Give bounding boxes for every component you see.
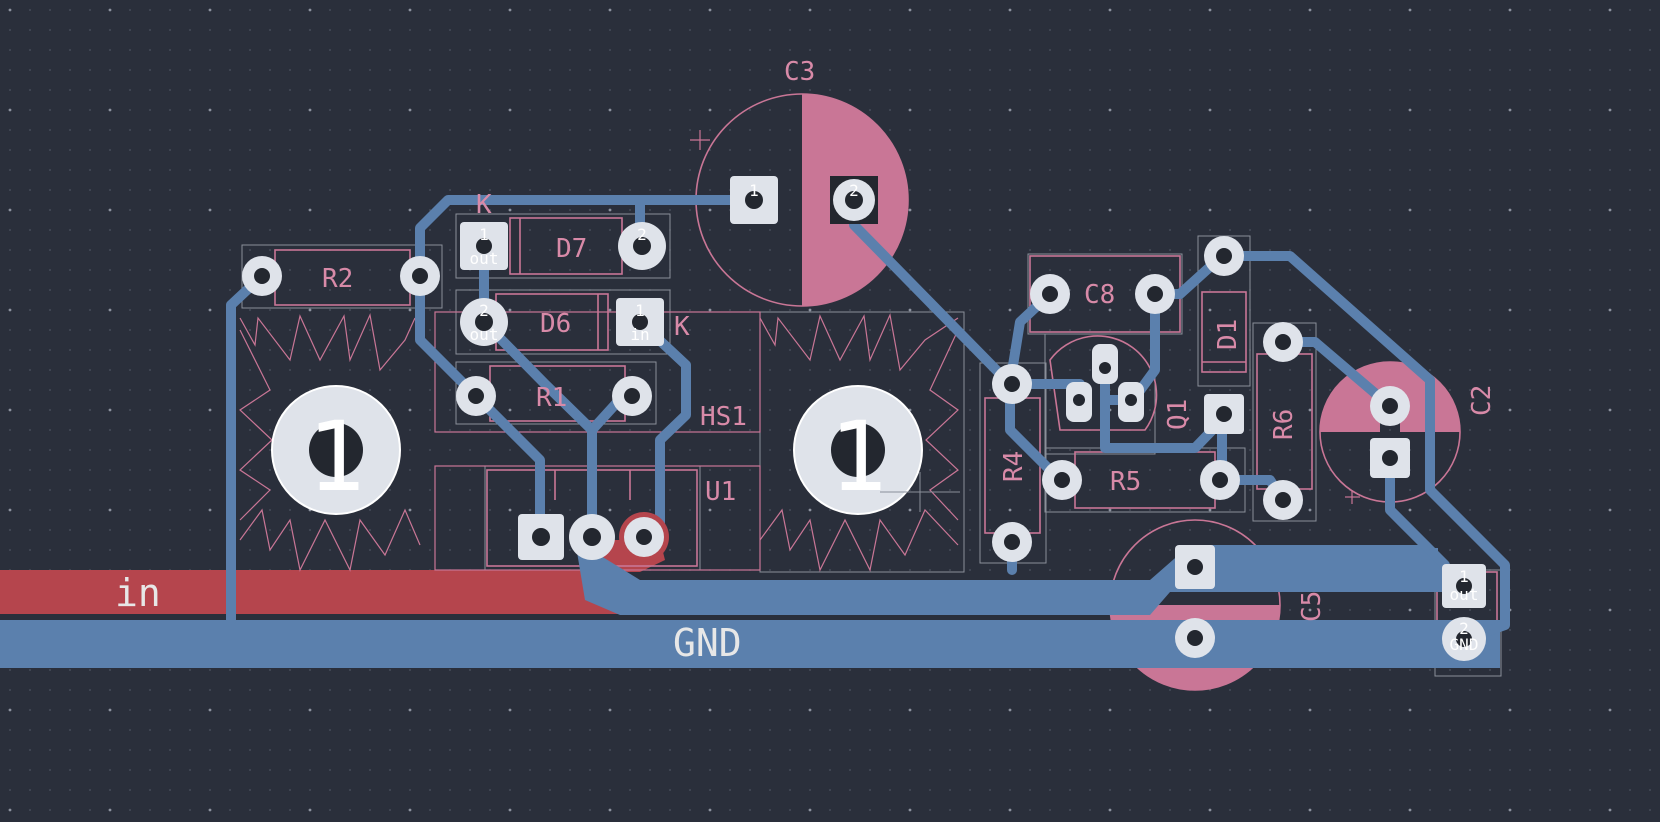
- refdes-c2: C2: [1467, 385, 1497, 416]
- refdes-d1: D1: [1213, 319, 1243, 350]
- heatsink-right: [759, 312, 959, 572]
- d6-pin1-name: in: [630, 325, 649, 344]
- d6-pin1-num: 1: [635, 301, 645, 320]
- pads[interactable]: [242, 176, 1486, 661]
- refdes-r5: R5: [1110, 467, 1141, 497]
- refdes-c5: C5: [1297, 591, 1327, 622]
- d7-pin2-num: 2: [637, 225, 647, 244]
- refdes-c3: C3: [784, 57, 815, 87]
- d6-pin2-name: out: [470, 325, 499, 344]
- refdes-d7: D7: [556, 234, 587, 264]
- refdes-r4: R4: [999, 451, 1029, 482]
- refdes-r6: R6: [1269, 409, 1299, 440]
- c3-pin2-num: 2: [849, 181, 859, 200]
- in-pour: [0, 570, 620, 614]
- refdes-q1: Q1: [1163, 399, 1193, 430]
- refdes-u1: U1: [705, 477, 736, 507]
- d7-pin1-name: out: [470, 249, 499, 268]
- conn-pin1-num: 1: [1459, 567, 1469, 586]
- reference-designators: C3 R2 D7 D6 R1 HS1 U1 C8 R5 K K D1 Q1 R6…: [322, 57, 1497, 622]
- c3-pin1-num: 1: [749, 181, 759, 200]
- k-label-d7: K: [476, 190, 492, 220]
- k-label-d6: K: [674, 312, 690, 342]
- d7-pin1-num: 1: [479, 225, 489, 244]
- conn-pin2-name: GND: [1450, 635, 1479, 654]
- hs-right-pin-number: 1: [829, 401, 887, 513]
- hs-left-pin-number: 1: [307, 401, 365, 513]
- refdes-hs1: HS1: [700, 402, 747, 432]
- hs-mount-right[interactable]: 1: [793, 385, 960, 515]
- pad-labels: 1 2 1 out 2 2 out 1 in 1 out 2 GND: [470, 181, 1479, 654]
- net-label-in: in: [115, 571, 161, 615]
- refdes-c8: C8: [1084, 280, 1115, 310]
- refdes-d6: D6: [540, 309, 571, 339]
- conn-pin1-name: out: [1450, 585, 1479, 604]
- refdes-r2: R2: [322, 264, 353, 294]
- net-label-gnd: GND: [673, 621, 742, 665]
- net-gnd-copper[interactable]: [0, 540, 1500, 668]
- traces: [226, 195, 1510, 645]
- refdes-r1: R1: [536, 383, 567, 413]
- d6-pin2-num: 2: [479, 301, 489, 320]
- conn-pin2-num: 2: [1459, 619, 1469, 638]
- gnd-pour: [0, 620, 1500, 668]
- hs-mount-left[interactable]: 1: [271, 385, 401, 515]
